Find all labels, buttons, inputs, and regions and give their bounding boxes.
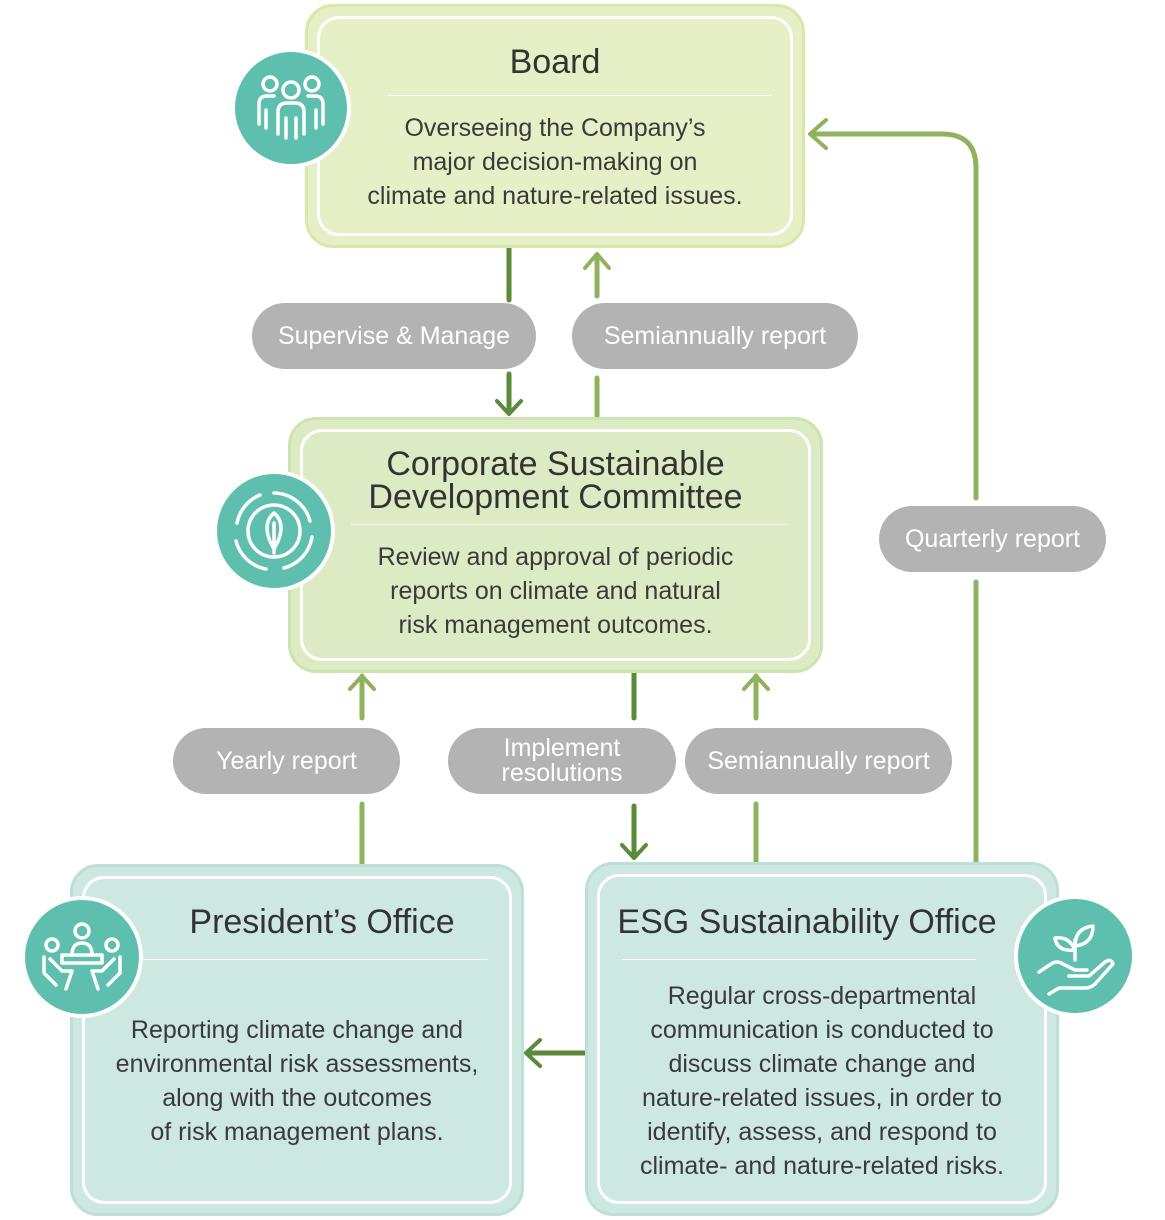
esg-office-desc-line: communication is conducted to: [650, 1016, 994, 1044]
committee-box: Corporate Sustainable Development Commit…: [288, 417, 823, 673]
esg-office-description: Regular cross-departmental communication…: [598, 979, 1046, 1183]
board-desc-line: climate and nature-related issues.: [367, 182, 743, 210]
esg-semiannual-arrowhead: [742, 674, 770, 691]
presidents-office-description: Reporting climate change and environment…: [83, 1013, 511, 1149]
esg-office-desc-line: climate- and nature-related risks.: [639, 1152, 1005, 1180]
board-divider: [388, 95, 772, 96]
committee-title-line: Corporate Sustainable: [386, 445, 725, 483]
supervise-arrowhead: [495, 399, 523, 416]
committee-divider: [351, 524, 788, 525]
committee-desc-line: reports on climate and natural: [390, 577, 721, 605]
board-title: Board: [509, 43, 601, 81]
board-box: Board Overseeing the Company’s major dec…: [305, 4, 805, 248]
implement-resolutions-pill: Implement resolutions: [448, 728, 676, 794]
esg-semiannual-report-pill: Semiannually report: [685, 728, 952, 794]
board-description: Overseeing the Company’s major decision-…: [328, 111, 782, 213]
board-desc-line: Overseeing the Company’s: [404, 114, 706, 142]
implement-resolutions-line: resolutions: [501, 759, 623, 787]
hand-plant-icon: [1014, 895, 1136, 1017]
esg-office-desc-line: Regular cross-departmental: [667, 982, 977, 1010]
presidents-office-desc-line: environmental risk assessments,: [115, 1050, 479, 1078]
board-semiannual-arrowhead: [583, 252, 611, 270]
board-semiannual-report-pill: Semiannually report: [572, 303, 858, 369]
implement-arrowhead: [620, 843, 648, 860]
esg-office-desc-line: identify, assess, and respond to: [647, 1118, 997, 1146]
presidents-office-desc-line: Reporting climate change and: [130, 1016, 464, 1044]
people-group-icon: [231, 48, 351, 168]
quarterly-line-top: [809, 131, 979, 501]
committee-desc-line: risk management outcomes.: [398, 611, 713, 639]
esg-office-desc-line: discuss climate change and: [668, 1050, 976, 1078]
committee-desc-line: Review and approval of periodic: [377, 543, 734, 571]
presidents-office-box: President’s Office Reporting climate cha…: [70, 864, 524, 1216]
presidents-office-divider: [143, 959, 487, 960]
presidents-office-desc-line: along with the outcomes: [162, 1084, 432, 1112]
esg-office-box: ESG Sustainability Office Regular cross-…: [585, 862, 1059, 1216]
esg-office-desc-line: nature-related issues, in order to: [642, 1084, 1002, 1112]
committee-title-line: Development Committee: [368, 478, 743, 516]
leaf-cycle-icon: [213, 470, 335, 592]
supervise-manage-pill: Supervise & Manage: [252, 303, 536, 369]
esg-office-divider: [622, 959, 976, 960]
quarterly-arrowhead: [808, 118, 828, 150]
esg-office-title: ESG Sustainability Office: [617, 903, 997, 941]
presidents-office-title: President’s Office: [189, 903, 455, 941]
esg-to-president-arrowhead: [524, 1038, 542, 1068]
implement-resolutions-line: Implement: [503, 734, 621, 762]
committee-title: Corporate Sustainable Development Commit…: [291, 445, 820, 516]
committee-description: Review and approval of periodic reports …: [301, 540, 810, 642]
yearly-report-pill: Yearly report: [173, 728, 400, 794]
quarterly-report-pill: Quarterly report: [879, 506, 1106, 572]
meeting-table-icon: [21, 896, 143, 1018]
yearly-arrowhead: [348, 674, 376, 691]
presidents-office-desc-line: of risk management plans.: [150, 1118, 444, 1146]
board-desc-line: major decision-making on: [412, 148, 698, 176]
